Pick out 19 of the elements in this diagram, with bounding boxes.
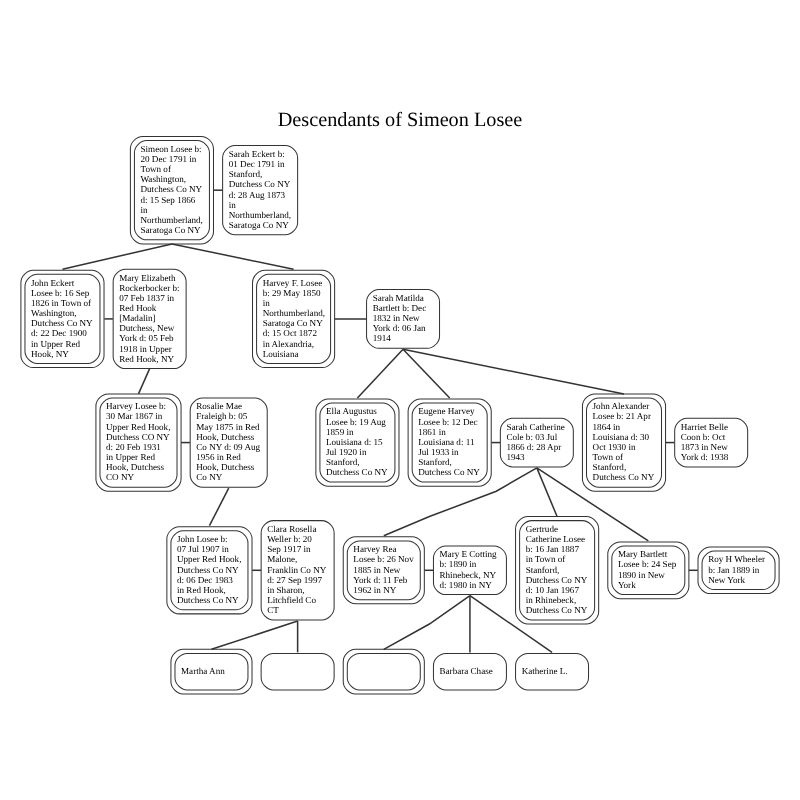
connector <box>334 318 368 320</box>
connector <box>210 620 299 651</box>
connector <box>402 348 625 395</box>
connector <box>536 467 650 542</box>
connector <box>383 467 538 537</box>
connector <box>402 348 451 399</box>
connector <box>296 620 299 654</box>
diagram-title: Descendants of Simeon Losee <box>277 110 523 133</box>
connector <box>208 487 230 527</box>
connector <box>383 594 471 651</box>
connector <box>171 243 295 270</box>
connector <box>212 189 224 191</box>
connector <box>469 594 471 654</box>
connector <box>137 367 151 395</box>
connector <box>356 348 404 399</box>
node-box <box>260 652 335 691</box>
connector <box>536 467 558 518</box>
connector <box>61 243 173 270</box>
connector <box>103 318 114 320</box>
